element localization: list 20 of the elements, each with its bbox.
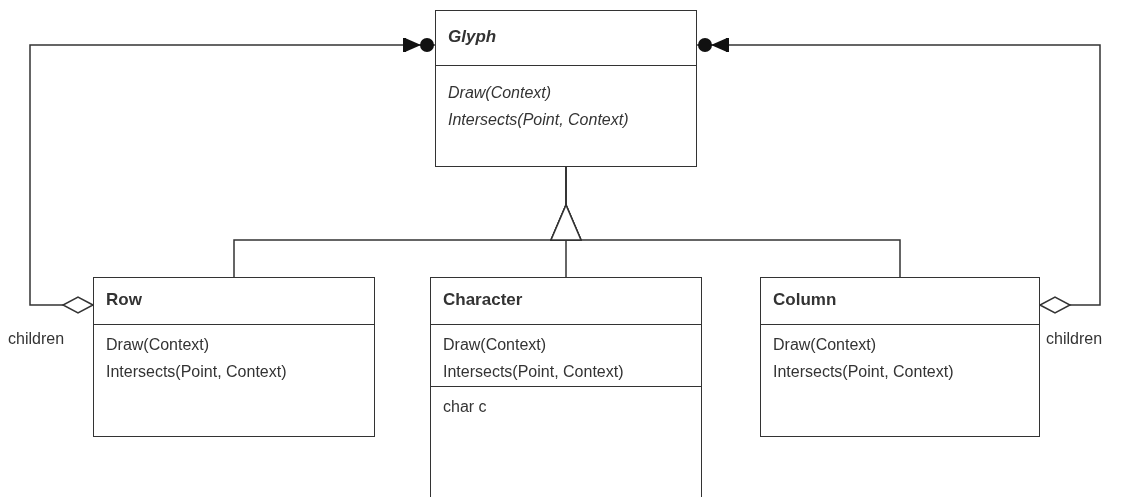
operation-text: Intersects(Point, Context): [448, 110, 629, 130]
class-name: Character: [443, 290, 523, 310]
aggregation-line: [29, 38, 436, 314]
attribute-text: char c: [443, 397, 487, 417]
operation-text: Draw(Context): [443, 335, 547, 355]
operation-text: Intersects(Point, Context): [773, 362, 954, 382]
operation-text: Draw(Context): [773, 335, 877, 355]
class-box: [435, 10, 697, 167]
operation-text: Draw(Context): [448, 83, 552, 103]
class-name: Row: [106, 290, 142, 310]
class-box: [760, 277, 1040, 437]
generalization-arrow: [550, 166, 901, 278]
operation-text: Draw(Context): [106, 335, 210, 355]
class-box: [93, 277, 375, 437]
class-name: Column: [773, 290, 837, 310]
operation-text: Intersects(Point, Context): [443, 362, 624, 382]
class-name: Glyph: [448, 27, 497, 47]
class-box: [430, 277, 702, 497]
operation-text: Intersects(Point, Context): [106, 362, 287, 382]
aggregation-line: [696, 38, 1101, 314]
